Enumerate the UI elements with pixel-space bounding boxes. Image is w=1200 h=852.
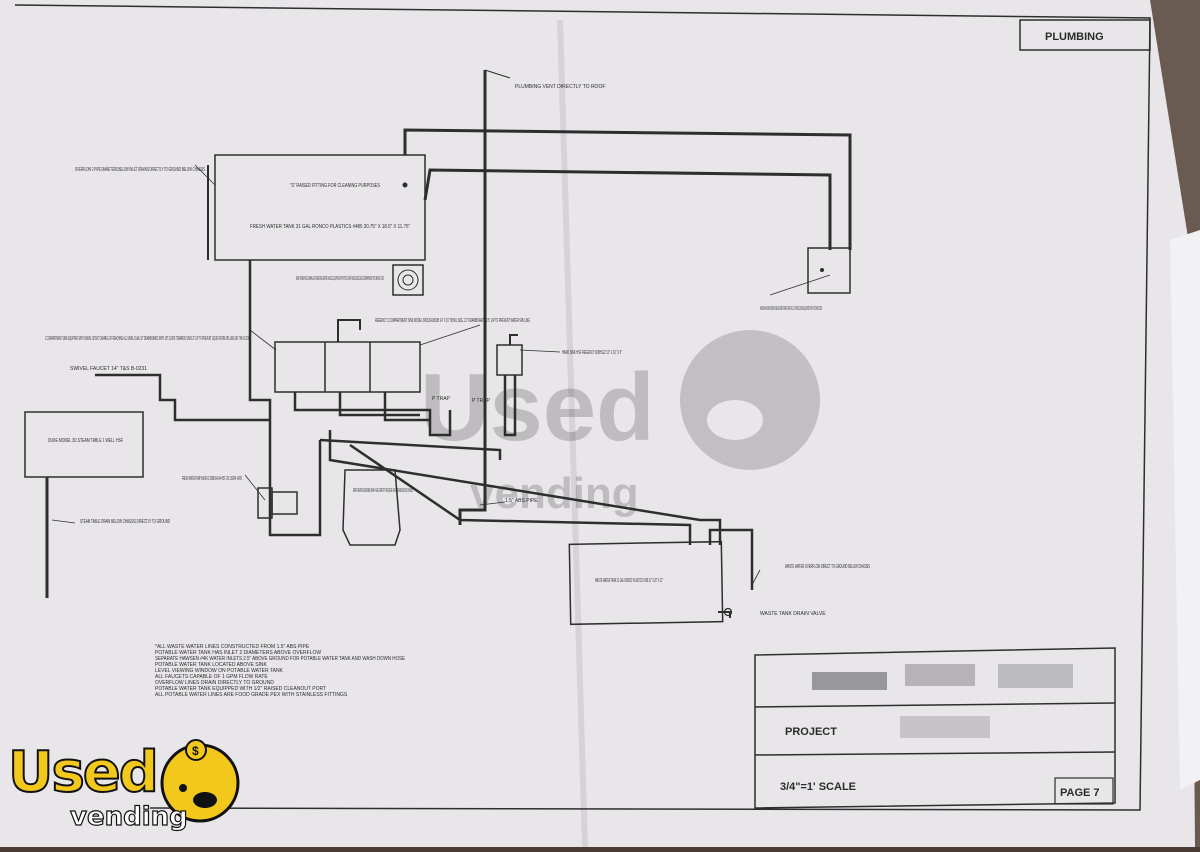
svg-text:$: $ [192,744,199,758]
scale-label: 3/4"=1' SCALE [780,781,856,793]
watermark-word: Used [420,354,655,461]
fresh-water-tank [214,154,426,261]
title-block: PROJECT 3/4"=1' SCALE PAGE 7 [754,647,1116,809]
sheet-title-box [1019,19,1151,51]
sheet-title: PLUMBING [1045,31,1104,43]
steam-table [24,411,144,478]
wash-hose-reel [392,264,424,296]
label-sink-note: 1 COMPARTMENT SINK EQUIPPED WITH SWIVEL … [45,336,250,342]
label-swivel-faucet: SWIVEL FAUCET 14" T&S B-0231 [70,366,147,372]
sheet-border [14,4,1151,811]
note-line: ALL POTABLE WATER LINES ARE FOOD GRADE P… [155,692,348,698]
label-fresh-tank: FRESH WATER TANK 31 GAL RONCO PLASTICS #… [250,224,410,230]
label-3comp-sink: REGENCY 3 COMPARTMENT SINK MODEL 600S314… [375,318,530,324]
note-line: *ALL WASTE WATER LINES CONSTRUCTED FROM … [155,644,310,650]
label-waste-tank: WASTE WATER TANK 31 GAL RONCO PLASTICS #… [595,578,663,584]
water-heater [342,469,401,546]
center-watermark: Used vending [420,330,820,518]
brand-logo: $ [160,739,240,823]
note-line: POTABLE WATER TANK LOCATED ABOVE SINK [155,662,268,668]
waste-water-tank [568,540,724,626]
note-line: LEVEL VIEWING WINDOW ON POTABLE WATER TA… [155,668,284,674]
label-raised-fitting: "S" RAISED FITTING FOR CLEANING PURPOSES [290,183,381,189]
label-ptrap-1: P TRAP [432,396,451,402]
hawsen-inlet [807,247,851,294]
three-compartment-sink [274,341,421,393]
label-waste-overflow: WASTE WATER OVERFLOW DIRECT TO GROUND BE… [785,564,870,570]
note-line: ALL FAUCETS CAPABLE OF 1 GPM FLOW RATE [155,674,268,680]
label-ptrap-2: P TRAP [472,398,491,404]
watermark-sub: vending [470,469,639,518]
label-hand-sink: HAND SINK HSF REGENCY 600HS12 12" X 16" … [562,350,622,356]
note-line: SEPARATE HAWSEN #4K WATER INLETS 2.5" AB… [155,656,406,662]
label-steam-table: DUKE MODEL 3D STEAM TABLE 1 WELL HSF [48,438,123,444]
logo-sub: vending [69,801,188,832]
page-label: PAGE 7 [1060,787,1100,799]
note-line: POTABLE WATER TANK HAS INLET 2 DIAMETERS… [155,650,321,656]
note-line: OVERFLOW LINES DRAIN DIRECTLY TO GROUND [155,680,274,686]
label-abs-pipe: 1.5" ABS PIPE [505,498,538,504]
label-wash-hose: WASH DOWN HOSE CAPABLE OF REACHING ENTIR… [296,276,384,282]
label-waste-valve: WASTE TANK DRAIN VALVE [760,611,826,617]
label-overflow: OVERFLOW 2 PIPE DIAMETERS BELOW INLET DR… [75,167,205,173]
label-hawsen: HAWSEN #4K WASH DOWN HOSE AND FRESH WATE… [760,306,822,312]
notes-block: *ALL WASTE WATER LINES CONSTRUCTED FROM … [155,644,406,698]
label-pump: FRESH WATER PUMP SHURFLO 2088-554-144 HS… [182,476,242,482]
label-vent: PLUMBING VENT DIRECTLY TO ROOF [515,84,605,90]
paper-fold [557,19,588,848]
project-label: PROJECT [785,726,837,738]
logo-word: Used [7,739,160,806]
label-steam-drain: STEAM TABLE DRAIN BELOW CHASSIS DIRECTLY… [80,519,170,525]
label-heater: WATER HEATER SUBURBAN SW4P 4 GAL CAPACIT… [353,488,413,494]
note-line: POTABLE WATER TANK EQUIPPED WITH 1/2" RA… [155,686,326,692]
